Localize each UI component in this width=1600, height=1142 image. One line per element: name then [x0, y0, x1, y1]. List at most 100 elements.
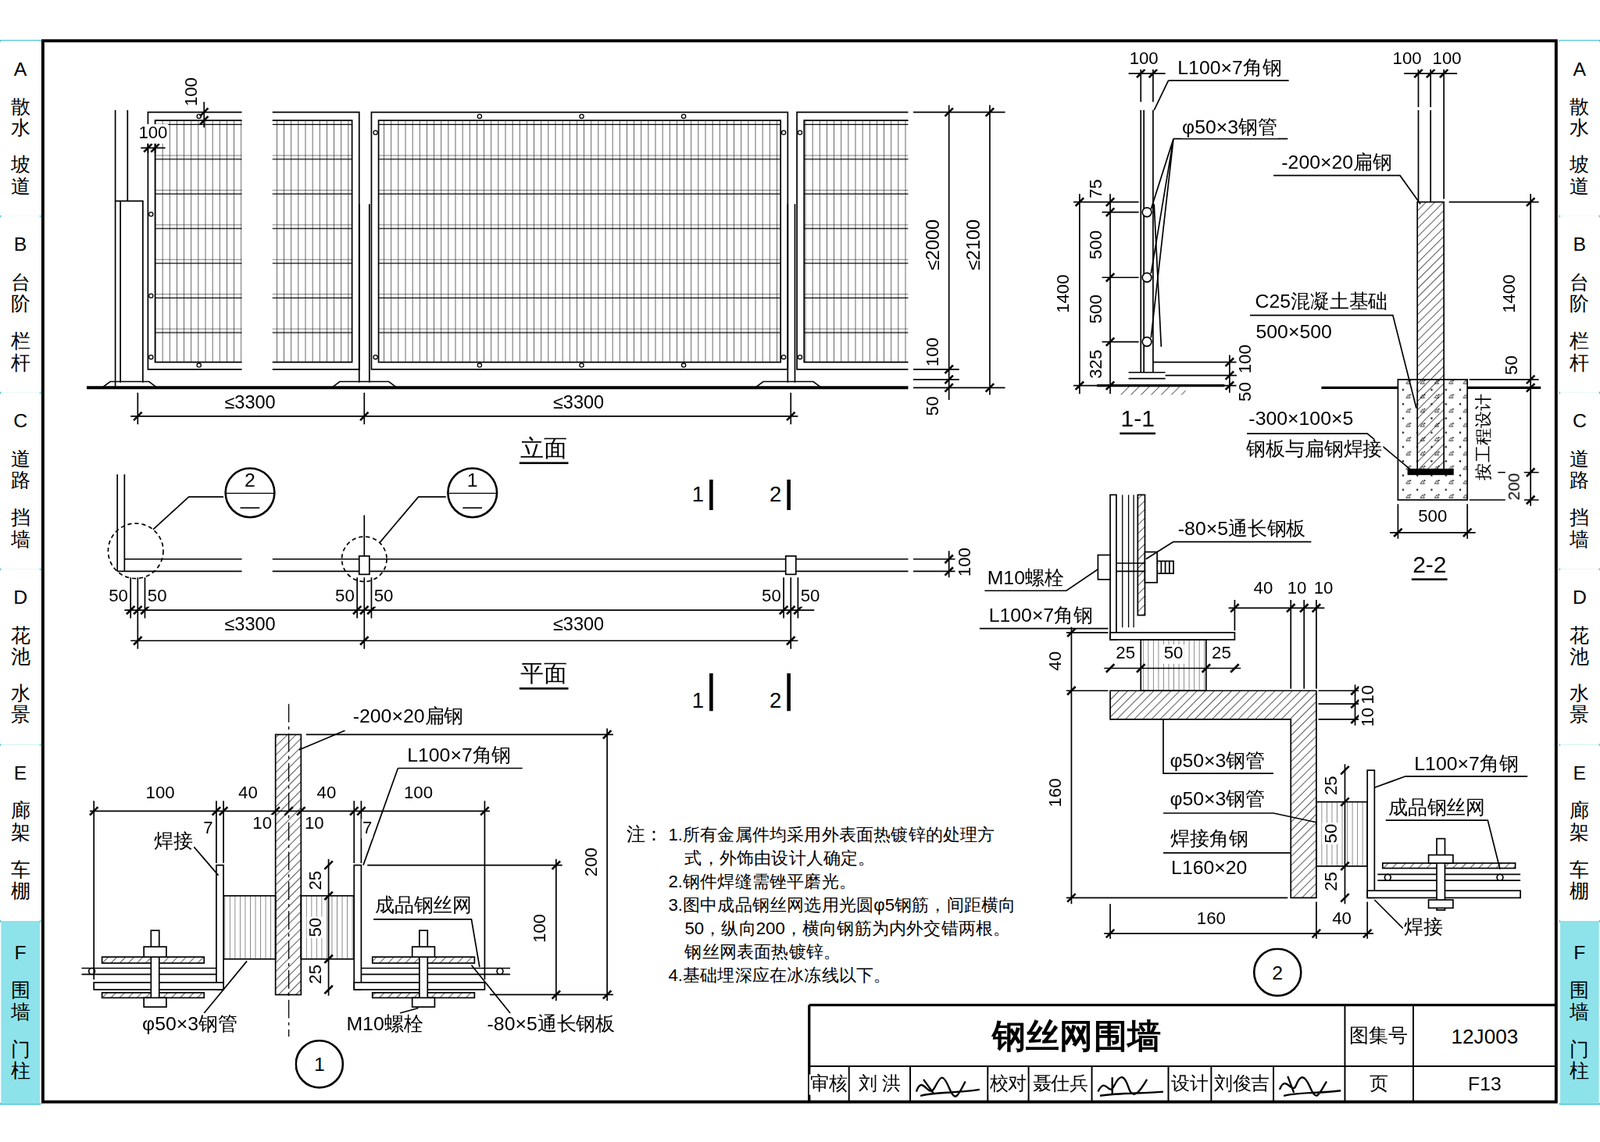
dimension-label: 2	[768, 688, 783, 712]
tab-text: 台阶	[1569, 272, 1590, 316]
dimension-label: 7	[202, 818, 215, 838]
dimension-label: φ50×3钢管	[1168, 789, 1266, 811]
dimension-label: 25	[1114, 644, 1136, 664]
dimension-label: L100×7角钢	[1413, 753, 1520, 775]
dimension-label: -300×100×5	[1247, 408, 1354, 430]
dimension-label: ≤3300	[552, 615, 606, 636]
dimension-label: 500×500	[1254, 321, 1333, 343]
callout-number: 1	[314, 1054, 325, 1075]
tab-text: 坡道	[10, 155, 31, 199]
tab-text: 散水	[10, 96, 31, 140]
dimension-label: 50	[107, 587, 129, 607]
dimension-label: ≤3300	[223, 392, 277, 414]
dimension-label: 50	[1321, 822, 1341, 844]
dimension-label: 刘俊吉	[1213, 1074, 1271, 1095]
dimension-label: 40	[1046, 650, 1066, 672]
dimension-label: 40	[237, 784, 259, 804]
dimension-label: 图集号	[1348, 1025, 1409, 1047]
dimension-label: 50	[924, 395, 943, 417]
index-tab: B台阶栏杆	[1560, 216, 1600, 393]
tab-text: 门柱	[10, 1039, 31, 1083]
tab-text: 挡墙	[10, 507, 31, 551]
dimension-label: 50	[146, 587, 168, 607]
dimension-label: 325	[1087, 348, 1107, 380]
tab-text: 围墙	[10, 980, 31, 1024]
dimension-label: 25	[307, 964, 326, 986]
dimension-label: 100	[1236, 343, 1256, 375]
tab-text: 门柱	[1569, 1039, 1590, 1083]
dimension-label: F13	[1467, 1074, 1503, 1096]
dimension-label: 50	[1236, 381, 1256, 403]
dimension-label: 100	[144, 784, 176, 804]
dimension-label: 100	[924, 336, 943, 368]
tab-text: 坡道	[1569, 155, 1590, 199]
dimension-label: L100×7角钢	[987, 605, 1094, 627]
dimension-label: 100	[1128, 50, 1160, 69]
dimension-label: 100	[1431, 50, 1463, 69]
dimension-label: -80×5通长钢板	[1177, 518, 1308, 540]
callout-number: 2	[1271, 962, 1283, 983]
dimension-label: 12J003	[1450, 1025, 1519, 1049]
dimension-label: 焊接角钢	[1169, 828, 1250, 850]
index-tab: D花池水景	[0, 569, 40, 746]
dimension-label: L100×7角钢	[406, 745, 513, 767]
dimension-label: 按工程设计	[1475, 392, 1494, 482]
dimension-label: 钢板与扁钢焊接	[1245, 439, 1383, 461]
tab-text: E	[1569, 763, 1590, 785]
dimension-label: 160	[1196, 910, 1228, 929]
tab-text: 花池	[1569, 625, 1590, 668]
dimension-label: 50	[799, 587, 821, 607]
dimension-label: 200	[582, 846, 601, 879]
dimension-label: 25	[1321, 871, 1341, 893]
dimension-label: 10	[303, 814, 325, 834]
tab-text: 花池	[10, 625, 31, 668]
dimension-label: 500	[1087, 229, 1107, 261]
tab-text: 车棚	[10, 860, 31, 904]
dimension-label: 100	[403, 784, 435, 804]
tab-text: D	[1569, 587, 1590, 609]
callout-number: 1	[467, 470, 479, 490]
dimension-label: 1	[690, 688, 705, 712]
dimension-label: 25	[1210, 644, 1233, 664]
dimension-label: ≤3300	[223, 615, 277, 636]
index-tab: B台阶栏杆	[0, 216, 40, 393]
dimension-label: 100	[182, 76, 201, 108]
dimension-label: 100	[1391, 50, 1423, 69]
index-tab: F围墙门柱	[0, 921, 40, 1104]
dimension-label: 50	[1502, 354, 1522, 376]
dimension-label: L160×20	[1170, 857, 1249, 879]
index-tab: F围墙门柱	[1560, 921, 1600, 1104]
tab-text: 道路	[10, 449, 31, 493]
dimension-label: 500	[1417, 507, 1449, 527]
dimension-label: 注：	[625, 825, 665, 847]
dimension-label: φ50×3钢管	[141, 1014, 239, 1036]
dimension-label: 7	[361, 818, 374, 838]
dimension-label: 100	[531, 913, 550, 945]
dimension-label: 成品钢丝网	[374, 895, 474, 917]
dimension-label: φ50×3钢管	[1181, 117, 1279, 139]
tab-text: 散水	[1569, 96, 1590, 140]
dimension-label: 40	[315, 784, 337, 804]
dimension-label: 聂仕兵	[1031, 1074, 1089, 1095]
tab-text: A	[10, 58, 31, 80]
tab-text: C	[10, 411, 31, 433]
dimension-label: 160	[1046, 777, 1066, 809]
dimension-label: φ50×3钢管	[1168, 750, 1266, 772]
dimension-label: 10	[1312, 578, 1334, 598]
tab-text: 水景	[10, 684, 31, 728]
dimension-label: 校对	[989, 1074, 1029, 1095]
index-tab: E廊架车棚	[0, 744, 40, 922]
dimension-label: M10螺栓	[345, 1014, 425, 1036]
dimension-label: 成品钢丝网	[1387, 797, 1487, 819]
tab-text: E	[10, 763, 31, 785]
view-title: 立面	[519, 435, 569, 465]
dimension-label: 焊接	[1403, 917, 1444, 939]
dimension-label: 1	[690, 482, 705, 506]
tab-text: 挡墙	[1569, 507, 1590, 551]
dimension-label: 100	[137, 124, 169, 143]
dimension-label: ≤2000	[923, 218, 944, 272]
index-tab: A散水坡道	[1560, 40, 1600, 217]
note-text: 1.所有金属件均采用外表面热镀锌的处理方式，外饰由设计人确定。	[668, 823, 1026, 871]
dimension-label: 刘 洪	[857, 1074, 902, 1095]
tab-text: 栏杆	[10, 331, 31, 375]
